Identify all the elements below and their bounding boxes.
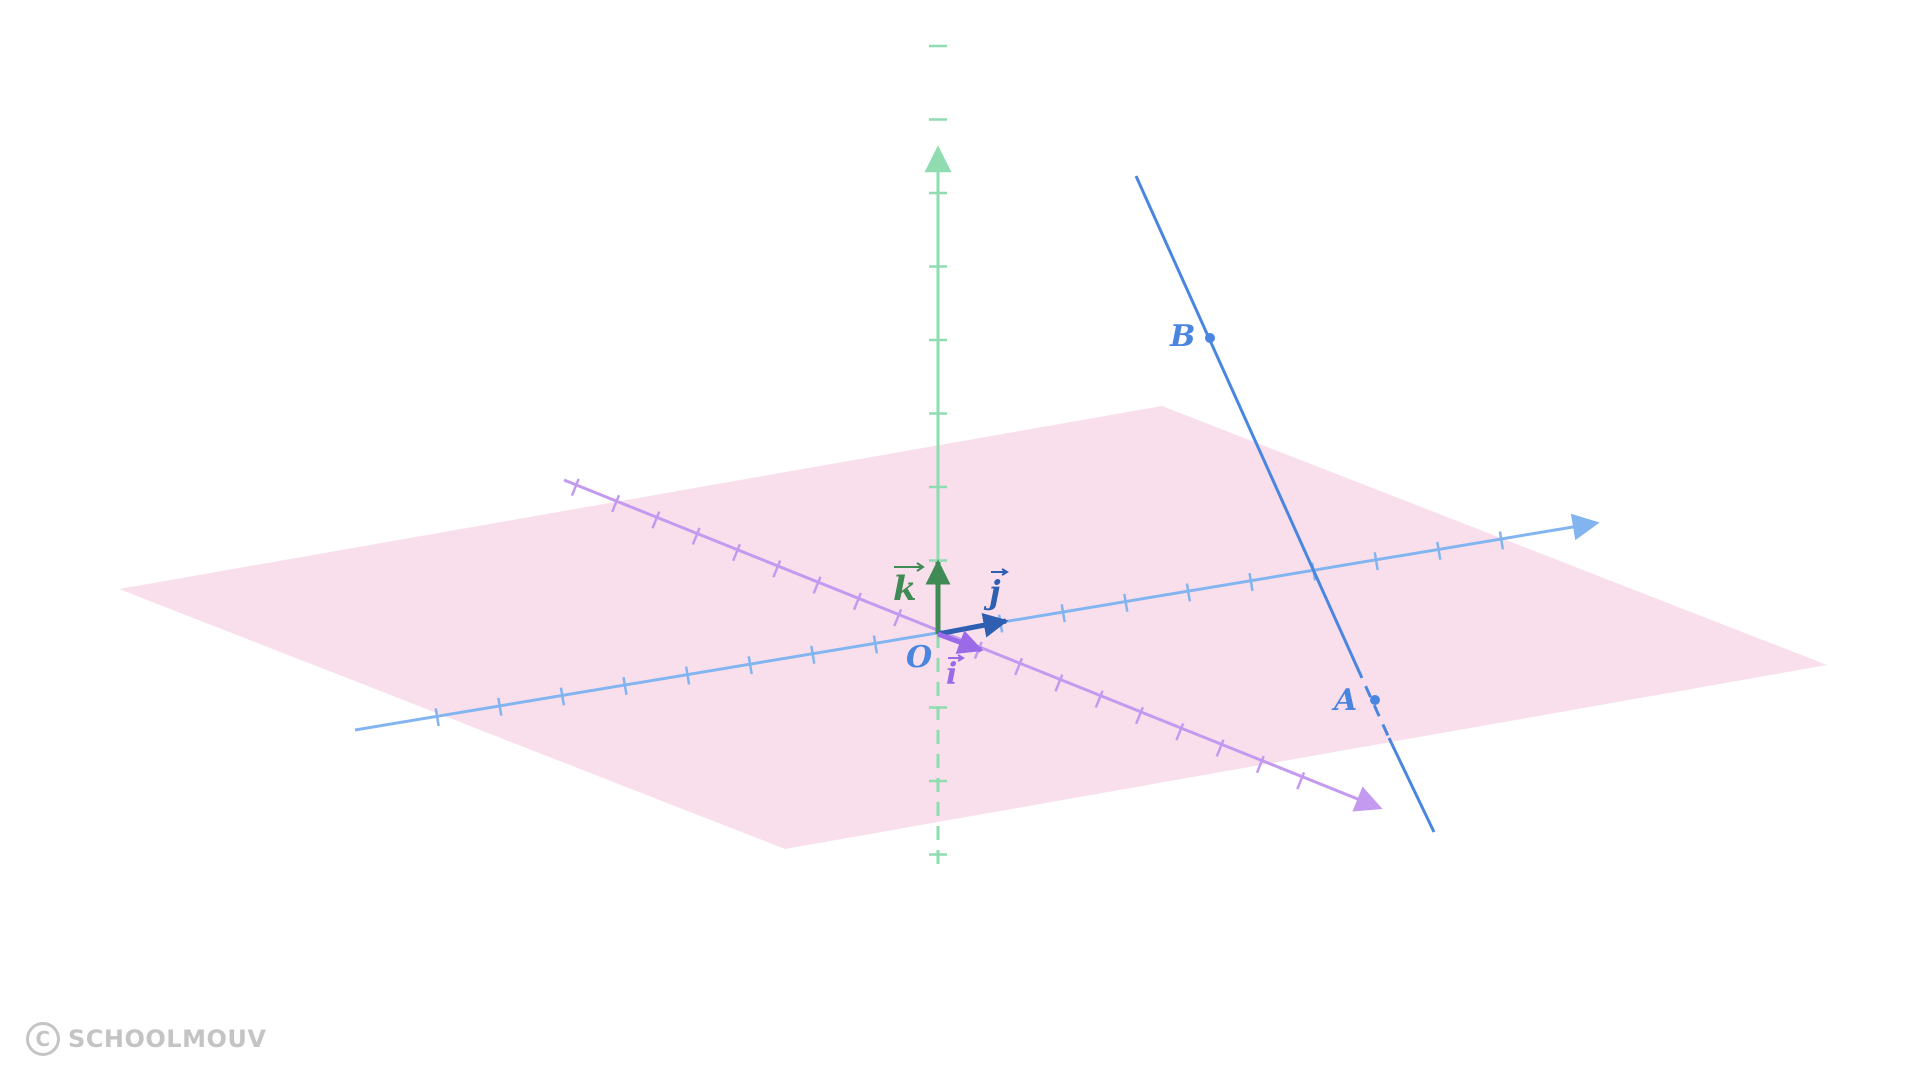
- x-tick: [893, 608, 903, 627]
- y-tick: [559, 687, 566, 706]
- x-tick: [1014, 657, 1024, 676]
- vector-j-label-arrowhead: [1001, 568, 1009, 576]
- copyright-icon: C: [26, 1022, 60, 1056]
- vector-k-label-arrowhead: [916, 562, 925, 572]
- x-tick: [651, 511, 661, 529]
- line-ab-upper: [1134, 175, 1359, 668]
- y-tick: [684, 666, 691, 685]
- y-tick: [1436, 541, 1442, 560]
- point-a: [1370, 695, 1380, 705]
- x-tick: [731, 543, 742, 562]
- y-tick: [1060, 604, 1066, 623]
- x-tick: [812, 576, 822, 594]
- y-tick: [622, 676, 628, 696]
- vector-j: [937, 612, 1009, 638]
- x-tick: [1094, 690, 1104, 709]
- x-tick: [1175, 722, 1185, 741]
- y-tick: [1123, 593, 1129, 612]
- y-tick: [1248, 572, 1254, 592]
- label-point-b: B: [1169, 319, 1195, 354]
- x-tick: [570, 478, 580, 497]
- point-b: [1205, 333, 1215, 343]
- label-point-a: A: [1331, 683, 1357, 718]
- x-tick: [1054, 674, 1064, 692]
- x-tick: [772, 559, 782, 578]
- line-ab-lower: [1387, 737, 1436, 833]
- label-origin: O: [906, 640, 932, 675]
- watermark-text: SCHOOLMOUV: [68, 1025, 267, 1053]
- x-tick: [1215, 739, 1225, 757]
- vector-i-label-arrowhead: [957, 654, 965, 662]
- y-tick: [747, 656, 753, 675]
- x-tick: [852, 592, 862, 611]
- label-i: i: [946, 657, 957, 692]
- label-k: k: [893, 569, 917, 609]
- y-tick: [810, 645, 816, 664]
- x-tick: [1134, 706, 1145, 725]
- y-tick: [1185, 583, 1192, 602]
- vector-i: [937, 630, 984, 654]
- y-tick: [872, 635, 879, 654]
- line-ab-dashed: [1355, 666, 1391, 739]
- x-tick: [1255, 755, 1265, 774]
- y-tick: [434, 708, 440, 727]
- y-tick: [1373, 552, 1379, 571]
- y-axis-ticks: [434, 531, 1505, 727]
- x-tick: [1296, 771, 1306, 790]
- y-tick: [497, 697, 503, 716]
- x-tick: [611, 494, 621, 513]
- y-tick: [1498, 531, 1505, 550]
- x-tick: [691, 527, 701, 546]
- z-axis-ticks: [929, 44, 947, 856]
- schoolmouv-watermark: C SCHOOLMOUV: [26, 1022, 266, 1056]
